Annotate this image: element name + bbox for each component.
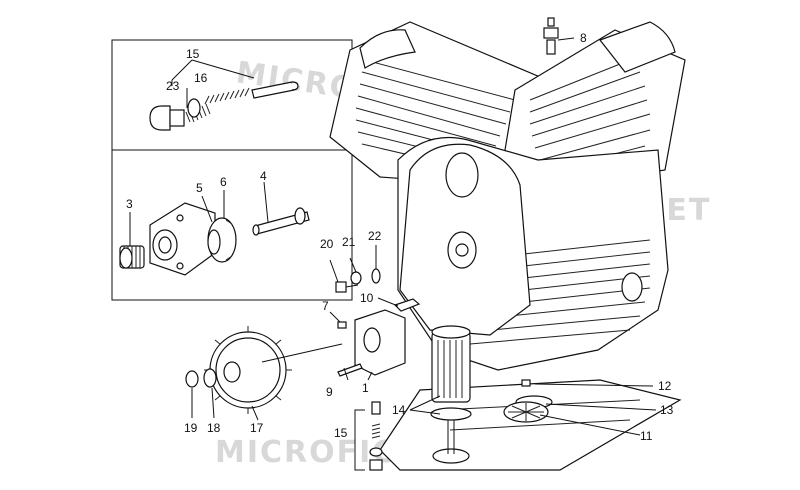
callout-14: 14: [392, 403, 406, 417]
part-15-bolt-stack: [369, 401, 383, 471]
part-7-screw: [337, 321, 347, 329]
callout-10: 10: [360, 291, 374, 305]
callout-15-top: 15: [186, 47, 200, 61]
callout-labels: 15 23 16 3 5 6 4 8 20 21 22 7 10 9 1 12 …: [126, 31, 674, 443]
part-5-pump-body: [149, 202, 216, 276]
part-3-fitting: [119, 245, 145, 269]
callout-11: 11: [640, 429, 653, 443]
callout-18: 18: [207, 421, 221, 435]
callout-19: 19: [184, 421, 198, 435]
engine-block: [329, 21, 686, 471]
callout-12: 12: [658, 379, 672, 393]
part-12-screw: [521, 379, 531, 387]
inset-box-oil-pump: [111, 149, 353, 301]
part-17-sprocket: [204, 326, 343, 414]
relief-valve-assembly: [149, 81, 299, 131]
callout-21: 21: [342, 235, 356, 249]
callout-16: 16: [194, 71, 208, 85]
crankcase-ribs: [469, 239, 651, 345]
callout-4: 4: [260, 169, 267, 183]
callout-5: 5: [196, 181, 203, 195]
callout-8: 8: [580, 31, 587, 45]
callout-13: 13: [660, 403, 674, 417]
part-20-bolt: [335, 281, 359, 293]
callout-9: 9: [326, 385, 333, 399]
callout-22: 22: [368, 229, 382, 243]
part-6-gear-set: [207, 217, 237, 263]
part-10-gasket: [393, 298, 421, 312]
part-11-strainer: [503, 401, 549, 423]
part-21-washer: [350, 271, 362, 285]
callout-20: 20: [320, 237, 334, 251]
callout-6: 6: [220, 175, 227, 189]
callout-17: 17: [250, 421, 264, 435]
right-cylinder-fins: [529, 59, 651, 173]
part-14-oil-filter: [430, 325, 472, 464]
part-18-washer: [203, 368, 217, 388]
leader-lines: [129, 37, 657, 471]
callout-1: 1: [362, 381, 369, 395]
callout-3: 3: [126, 197, 133, 211]
part-19-nut: [185, 370, 199, 388]
callout-7: 7: [322, 299, 329, 313]
part-22-seal: [371, 268, 381, 284]
callout-15-bottom: 15: [334, 426, 348, 440]
part-4-shaft: [252, 207, 310, 236]
part-8-sensor: [543, 17, 559, 55]
part-1-pump-cover: [354, 309, 406, 376]
callout-23: 23: [166, 79, 180, 93]
part-9-bolt: [337, 363, 363, 377]
